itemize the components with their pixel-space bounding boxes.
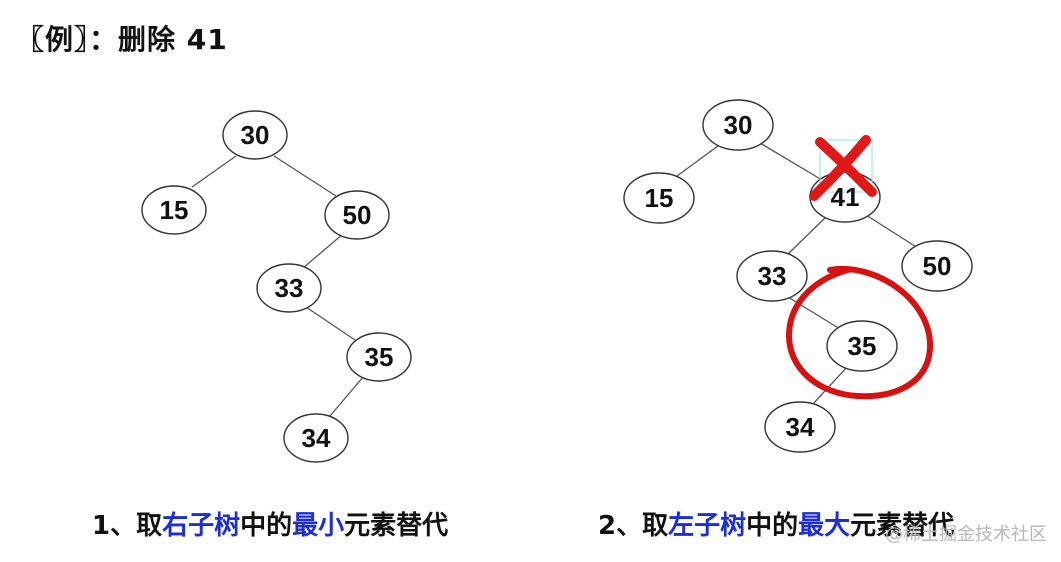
- node-label: 30: [241, 120, 270, 150]
- tree-node: 15: [623, 172, 695, 224]
- node-label: 35: [848, 331, 877, 361]
- tree-node: 34: [283, 413, 349, 463]
- selection-box: [819, 139, 873, 193]
- edge-41-50: [865, 214, 919, 249]
- caption-prefix: 2、取: [598, 511, 669, 541]
- page-title: 〖例〗：删除 41: [16, 23, 228, 56]
- highlighted-tree-node: 35: [785, 265, 934, 400]
- edge-35-34: [811, 365, 849, 406]
- caption-highlight: 右子树: [162, 511, 241, 541]
- deleted-tree-node: 41: [809, 135, 881, 223]
- caption-highlight: 最小: [292, 511, 345, 541]
- edge-33-35: [305, 306, 356, 341]
- node-label: 34: [302, 423, 331, 453]
- tree-node: 50: [901, 240, 973, 292]
- edge-30-41: [759, 142, 823, 181]
- caption-highlight: 左子树: [668, 511, 747, 541]
- node-label: 15: [645, 183, 674, 213]
- tree-node: 15: [141, 185, 207, 235]
- caption-highlight: 最大: [798, 511, 851, 541]
- watermark: @稀土掘金技术社区: [885, 524, 1047, 545]
- edge-30-15: [191, 155, 237, 188]
- caption-prefix: 1、取: [92, 511, 163, 541]
- tree-node: 33: [256, 263, 322, 313]
- edge-35-34: [329, 375, 365, 417]
- caption-left: 1、取右子树中的最小元素替代: [92, 505, 448, 542]
- node-label: 33: [758, 261, 787, 291]
- node-label: 33: [275, 273, 304, 303]
- tree-node: 35: [346, 332, 412, 382]
- tree-node: 30: [702, 99, 774, 151]
- tree-node: 34: [764, 401, 836, 453]
- tree-node: 33: [736, 250, 808, 302]
- caption-suffix: 元素替代: [344, 511, 449, 541]
- node-label: 30: [724, 110, 753, 140]
- node-label: 15: [160, 195, 189, 225]
- caption-middle: 中的: [240, 511, 293, 541]
- node-label: 41: [831, 182, 860, 212]
- tree-node: 50: [324, 190, 390, 240]
- tree-node: 30: [222, 110, 288, 160]
- right-tree: 30 15 41 33 50 35: [623, 99, 973, 453]
- edge-30-50: [273, 155, 337, 197]
- caption-middle: 中的: [746, 511, 799, 541]
- left-tree: 30 15 50 33 35 34: [141, 110, 412, 463]
- highlight-circle-mark: [785, 265, 934, 400]
- edge-30-15: [676, 145, 719, 177]
- node-label: 35: [365, 342, 394, 372]
- node-label: 50: [343, 200, 372, 230]
- caption-right: 2、取左子树中的最大元素替代: [598, 505, 954, 542]
- node-label: 50: [923, 251, 952, 281]
- delete-cross-icon: [809, 135, 877, 201]
- caption-suffix: 元素替代: [850, 511, 955, 541]
- edge-41-33: [786, 216, 827, 256]
- node-label: 34: [786, 412, 815, 442]
- edge-50-33: [302, 233, 344, 269]
